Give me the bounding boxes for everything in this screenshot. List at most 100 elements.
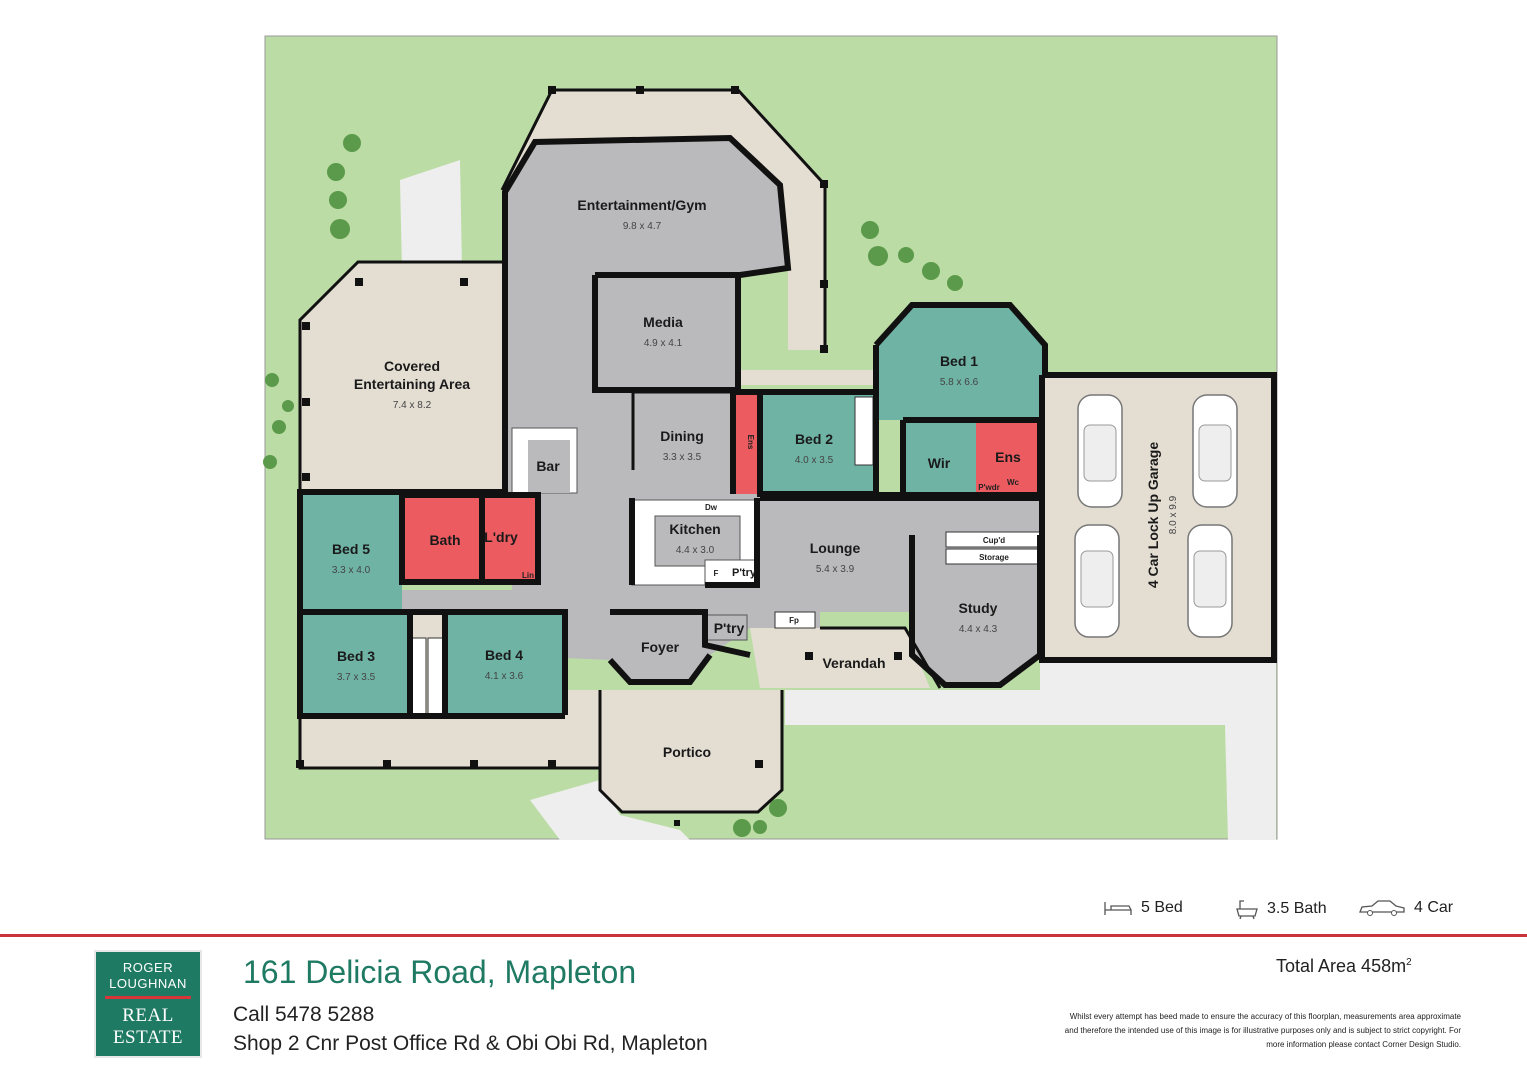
disclaimer-line-3: more information please contact Corner D… [1266,1040,1461,1049]
bed4-name: Bed 4 [485,647,523,663]
wall-bed1 [873,302,1048,375]
cupd-name: Cup'd [983,536,1005,545]
garage-name: 4 Car Lock Up Garage [1145,442,1161,588]
bed5-dim: 3.3 x 4.0 [332,565,371,576]
bed1-dim: 5.8 x 6.6 [940,377,979,388]
wall-portico [598,690,784,814]
logo-line-1: ROGER [122,960,174,975]
ptry-box-b [704,614,748,641]
covered-entertaining-floor [300,262,502,490]
wall-kitchen [629,498,760,588]
bed2-name: Bed 2 [795,431,833,447]
car-4 [1187,524,1233,638]
verandah-name: Verandah [822,655,885,671]
storage-name: Storage [979,553,1009,562]
disclaimer: Whilst every attempt has beed made to en… [985,1010,1461,1052]
driveway [785,660,1276,840]
bed4-dim: 4.1 x 3.6 [485,671,524,682]
robe-bed2 [854,396,874,466]
fp-name: Fp [789,616,799,625]
lounge-dim: 5.4 x 3.9 [816,564,855,575]
ent-gym-name: Entertainment/Gym [577,197,706,213]
media-name: Media [643,314,683,330]
posts [296,86,902,826]
feature-baths: 3.5 Bath [1235,898,1327,920]
bath-icon [1236,900,1258,920]
side-path [740,370,880,385]
kitchen-dim: 4.4 x 3.0 [676,545,715,556]
car-2 [1192,394,1238,508]
foyer-name: Foyer [641,639,680,655]
paved-path-left [400,160,462,270]
bed3-dim: 3.7 x 3.5 [337,672,376,683]
lin-name: Lin [522,571,534,580]
logo-line-4: ESTATE [112,1027,184,1048]
wall-foyer [607,609,751,685]
garage-dim: 8.0 x 9.9 [1168,495,1179,534]
bed1-name: Bed 1 [940,353,978,369]
total-area-label: Total Area 458m [1276,956,1407,976]
covered-name-1: Covered [384,358,440,374]
ens-a-name: Ens [746,435,755,450]
fp-box [774,611,816,629]
bed4-floor [445,614,563,716]
dining-name: Dining [660,428,704,444]
portico-name: Portico [663,744,711,760]
car-icon [1359,900,1405,916]
feature-beds: 5 Bed [1103,898,1183,918]
pwdr-name: P'wdr [978,483,999,492]
fridge-name: F [714,569,719,578]
wall-ent [502,134,792,278]
bed2-dim: 4.0 x 3.5 [795,455,834,466]
lounge-name: Lounge [810,540,861,556]
disclaimer-line-2: and therefore the intended use of this i… [1064,1026,1461,1035]
bath-floor [402,493,482,581]
bed5-floor [302,495,402,612]
footer-rule [0,934,1527,937]
ens-b-floor [976,420,1042,495]
study-floor [912,535,1040,685]
wc-name: Wc [1007,478,1020,487]
feature-beds-label: 5 Bed [1141,899,1183,916]
property-address: 161 Delicia Road, Mapleton [243,954,637,990]
dw-name: Dw [705,503,718,512]
ens-a-floor [733,392,760,494]
wall-dining [631,390,733,470]
total-area-sup: 2 [1406,957,1412,968]
wall-bath [399,492,541,585]
wir-floor [903,445,973,480]
bed3-floor [302,614,410,716]
ent-gym-dim: 9.8 x 4.7 [623,221,662,232]
media-dim: 4.9 x 4.1 [644,338,683,349]
disclaimer-line-1: Whilst every attempt has beed made to en… [1069,1012,1461,1021]
wall-covered [297,268,568,715]
ldry-name: L'dry [484,529,518,545]
bath-name: Bath [429,532,460,548]
wir-name: Wir [928,455,951,471]
paved-path-bottom [530,780,690,840]
verandah-floor [750,628,930,688]
study-name: Study [959,600,998,616]
ldry-floor [482,493,538,581]
ens-b-name: Ens [995,449,1021,465]
feature-baths-label: 3.5 Bath [1267,900,1327,917]
wall-verandah [820,626,942,689]
feature-cars: 4 Car [1358,898,1453,918]
bar-name: Bar [536,458,560,474]
covered-dim: 7.4 x 8.2 [393,400,432,411]
bed3-name: Bed 3 [337,648,375,664]
agency-address: Shop 2 Cnr Post Office Rd & Obi Obi Rd, … [233,1032,708,1055]
bar-floor [528,440,570,493]
wall-study [909,535,1043,688]
agency-phone: Call 5478 5288 [233,1003,375,1026]
agency-logo: ROGER LOUGHNAN REAL ESTATE [94,950,202,1058]
wall-covered-out [298,260,502,490]
covered-name-2: Entertaining Area [354,376,470,392]
logo-line-3: REAL [122,1005,174,1026]
kitchen-island [654,515,741,567]
shrubs [263,134,963,837]
feature-cars-label: 4 Car [1414,899,1454,916]
car-3 [1074,524,1120,638]
bed-icon [1104,902,1132,915]
